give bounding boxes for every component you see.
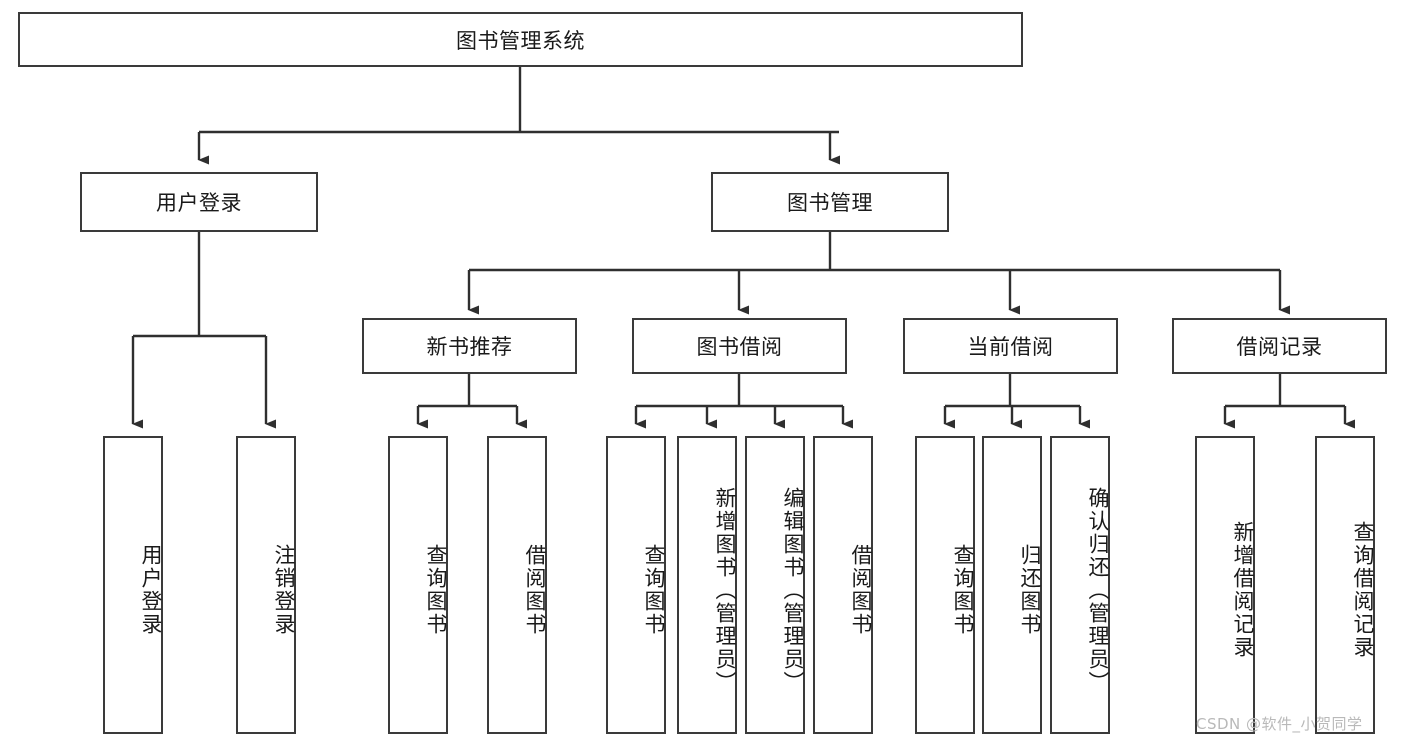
leaf-current-return-book[interactable]: 归还图书 xyxy=(982,436,1042,734)
node-label: 用户登录 xyxy=(156,191,242,215)
node-label: 确认归还（管理员） xyxy=(1086,486,1110,694)
leaf-borrow-edit-book-admin[interactable]: 编辑图书（管理员） xyxy=(745,436,805,734)
leaf-current-confirm-return-admin[interactable]: 确认归还（管理员） xyxy=(1050,436,1110,734)
node-label: 借阅图书 xyxy=(849,544,873,636)
leaf-record-add-borrow-record[interactable]: 新增借阅记录 xyxy=(1195,436,1255,734)
leaf-borrow-add-book-admin[interactable]: 新增图书（管理员） xyxy=(677,436,737,734)
node-borrow-record[interactable]: 借阅记录 xyxy=(1172,318,1387,374)
node-label: 新增图书（管理员） xyxy=(713,486,737,694)
node-book-management[interactable]: 图书管理 xyxy=(711,172,949,232)
node-root-book-management-system[interactable]: 图书管理系统 xyxy=(18,12,1023,67)
leaf-new-book-borrow[interactable]: 借阅图书 xyxy=(487,436,547,734)
node-user-login[interactable]: 用户登录 xyxy=(80,172,318,232)
leaf-user-login-signout[interactable]: 注销登录 xyxy=(236,436,296,734)
node-label: 查询图书 xyxy=(642,544,666,636)
leaf-borrow-borrow-book[interactable]: 借阅图书 xyxy=(813,436,873,734)
node-label: 用户登录 xyxy=(139,544,163,636)
node-label: 借阅图书 xyxy=(523,544,547,636)
leaf-record-query-borrow-record[interactable]: 查询借阅记录 xyxy=(1315,436,1375,734)
node-label: 新书推荐 xyxy=(426,335,513,359)
node-label: 借阅记录 xyxy=(1236,335,1323,359)
node-new-book-recommend[interactable]: 新书推荐 xyxy=(362,318,577,374)
leaf-new-book-query[interactable]: 查询图书 xyxy=(388,436,448,734)
node-label: 新增借阅记录 xyxy=(1231,521,1255,659)
csdn-watermark: CSDN @软件_小贺同学 xyxy=(1196,715,1363,733)
node-label: 查询借阅记录 xyxy=(1351,521,1375,659)
node-label: 图书管理 xyxy=(787,191,873,215)
node-label: 归还图书 xyxy=(1018,544,1042,636)
node-current-borrow[interactable]: 当前借阅 xyxy=(903,318,1118,374)
leaf-user-login-signin[interactable]: 用户登录 xyxy=(103,436,163,734)
node-label: 图书借阅 xyxy=(696,335,783,359)
leaf-current-query-book[interactable]: 查询图书 xyxy=(915,436,975,734)
node-label: 图书管理系统 xyxy=(456,28,585,53)
leaf-borrow-query-book[interactable]: 查询图书 xyxy=(606,436,666,734)
node-label: 注销登录 xyxy=(272,544,296,636)
node-book-borrow[interactable]: 图书借阅 xyxy=(632,318,847,374)
node-label: 查询图书 xyxy=(951,544,975,636)
node-label: 编辑图书（管理员） xyxy=(781,486,805,694)
node-label: 当前借阅 xyxy=(967,335,1054,359)
node-label: 查询图书 xyxy=(424,544,448,636)
